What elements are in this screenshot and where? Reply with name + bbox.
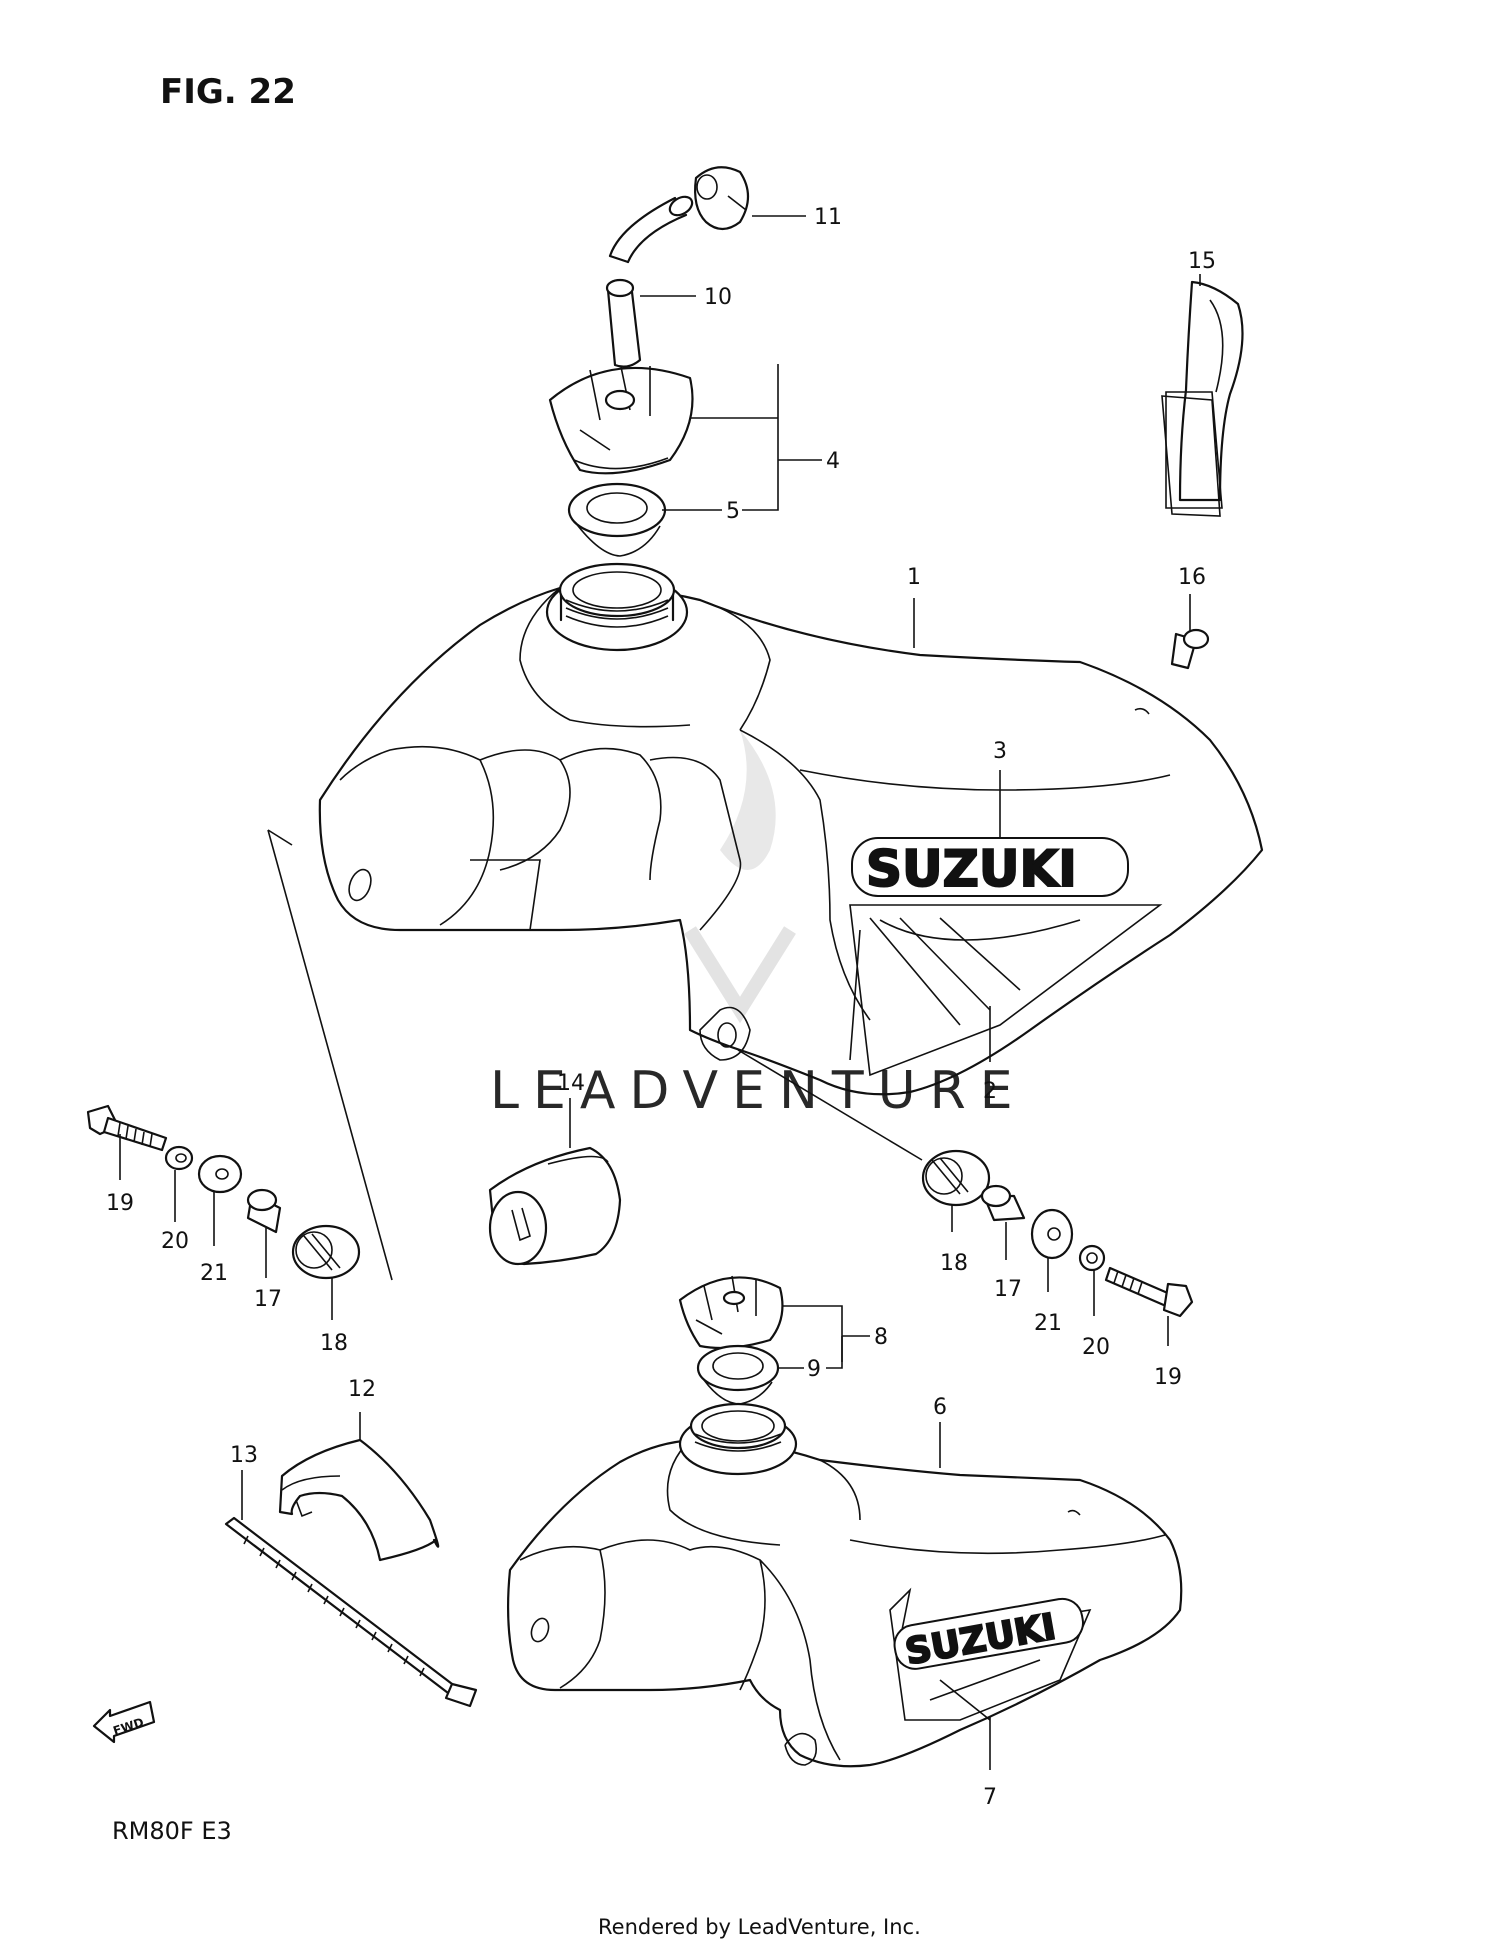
assembly-line-left [267, 829, 393, 1281]
cushion-left [291, 1224, 361, 1280]
callout-19-left: 19 [106, 1191, 134, 1216]
callout-10: 10 [704, 285, 732, 310]
watermark-text: LEADVENTURE [490, 1061, 1027, 1121]
callout-7: 7 [983, 1785, 997, 1810]
watermark: LEADVENTURE [490, 730, 1027, 1121]
cable-tie [224, 1516, 478, 1708]
fuel-cap-alt [678, 1275, 784, 1350]
callout-20-right: 20 [1082, 1335, 1110, 1360]
model-code: RM80F E3 [112, 1817, 232, 1845]
fuel-tank-main: SUZUKI [318, 562, 1264, 1096]
washer-right [1030, 1208, 1074, 1260]
breather-hose [605, 195, 694, 368]
callout-13: 13 [230, 1443, 258, 1468]
callout-17-left: 17 [254, 1287, 282, 1312]
assembly-line-right [737, 1049, 923, 1161]
heat-protector [278, 1438, 440, 1562]
callout-4: 4 [826, 449, 840, 474]
brand-decal-alt: SUZUKI [893, 1597, 1084, 1674]
callout-21-right: 21 [1034, 1311, 1062, 1336]
cap-gasket-alt [696, 1344, 780, 1405]
tank-strap [1161, 280, 1244, 517]
svg-text:SUZUKI: SUZUKI [866, 840, 1077, 898]
callout-5: 5 [726, 499, 740, 524]
lock-washer-right [1078, 1244, 1106, 1272]
callout-6: 6 [933, 1395, 947, 1420]
callout-3: 3 [993, 739, 1007, 764]
callout-18-right: 18 [940, 1251, 968, 1276]
callout-21-left: 21 [200, 1261, 228, 1286]
figure-title: FIG. 22 [160, 72, 296, 112]
callout-2: 2 [983, 1079, 997, 1104]
strap-screw [1170, 628, 1210, 670]
cushion-right [921, 1149, 991, 1207]
callout-12: 12 [348, 1377, 376, 1402]
callout-8: 8 [874, 1325, 888, 1350]
callout-20-left: 20 [161, 1229, 189, 1254]
render-credit: Rendered by LeadVenture, Inc. [598, 1915, 921, 1939]
cap-gasket [567, 482, 667, 557]
collar-right [980, 1184, 1026, 1222]
callout-11: 11 [814, 205, 842, 230]
callout-16: 16 [1178, 565, 1206, 590]
callout-9: 9 [807, 1357, 821, 1382]
callout-19-right: 19 [1154, 1365, 1182, 1390]
fuel-tank-alternate: SUZUKI [506, 1402, 1183, 1768]
callout-17-right: 17 [994, 1277, 1022, 1302]
callout-18-left: 18 [320, 1331, 348, 1356]
callouts: 1 2 3 4 5 6 7 8 9 10 11 12 13 [106, 205, 1216, 1810]
fwd-arrow: FWD [92, 1700, 156, 1744]
brand-decal: SUZUKI [851, 837, 1129, 899]
callout-1: 1 [907, 565, 921, 590]
bolt-left [86, 1104, 168, 1152]
callout-15: 15 [1188, 249, 1216, 274]
bolt-right [1104, 1266, 1194, 1318]
washer-left [197, 1154, 243, 1194]
hose-clamp [694, 166, 750, 231]
fuel-cap [548, 361, 694, 475]
callout-14: 14 [557, 1071, 585, 1096]
collar-left [246, 1188, 282, 1234]
lock-washer-left [164, 1145, 194, 1171]
tank-buffer [488, 1146, 622, 1266]
